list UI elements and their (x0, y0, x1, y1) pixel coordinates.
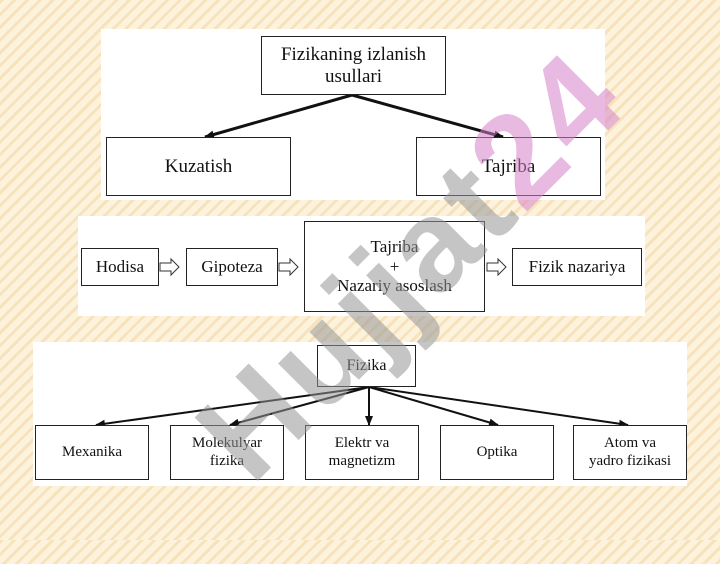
flow-arrow-1 (159, 257, 180, 277)
flow-arrow-2 (278, 257, 299, 277)
node-gipoteza: Gipoteza (186, 248, 278, 286)
arrow-to-atom (368, 386, 629, 428)
root-node-izlanish-usullari: Fizikaning izlanish usullari (261, 36, 446, 95)
node-tajriba-nazariy: Tajriba + Nazariy asoslash (304, 221, 485, 312)
arrow-to-molekulyar (229, 386, 370, 427)
node-tajriba: Tajriba (416, 137, 601, 196)
arrow-to-mexanika (95, 386, 370, 428)
node-kuzatish: Kuzatish (106, 137, 291, 196)
flow-arrow-3 (486, 257, 507, 277)
arrow-to-kuzatish (204, 93, 353, 139)
node-atom-yadro: Atom va yadro fizikasi (573, 425, 687, 480)
node-optika: Optika (440, 425, 554, 480)
node-molekulyar-fizika: Molekulyar fizika (170, 425, 284, 480)
node-fizik-nazariya: Fizik nazariya (512, 248, 642, 286)
node-hodisa: Hodisa (81, 248, 159, 286)
arrow-to-tajriba (351, 93, 504, 139)
arrow-to-optika (368, 386, 499, 427)
connector-lines (95, 93, 629, 428)
node-elektr-magnetizm: Elektr va magnetizm (305, 425, 419, 480)
node-mexanika: Mexanika (35, 425, 149, 480)
root-node-fizika: Fizika (317, 345, 416, 387)
